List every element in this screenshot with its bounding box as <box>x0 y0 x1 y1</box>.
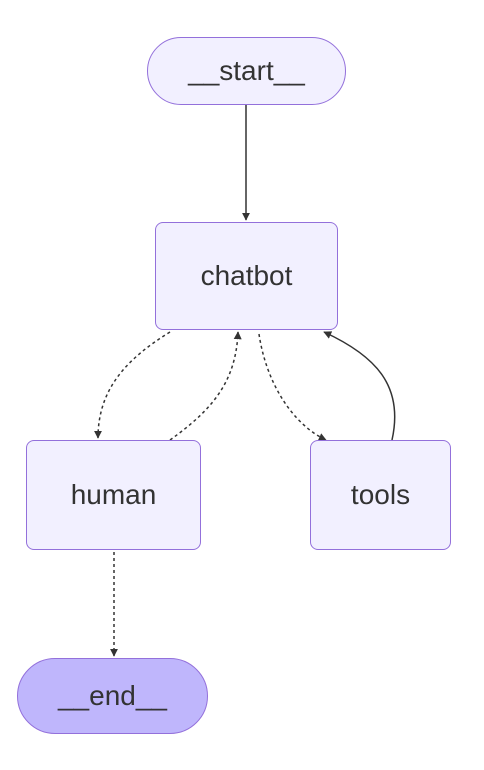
edge-tools-to-chatbot <box>323 331 396 441</box>
node-chatbot-label: chatbot <box>200 260 293 291</box>
node-tools[interactable]: tools <box>310 440 451 550</box>
node-end[interactable]: __end__ <box>17 658 208 734</box>
node-human[interactable]: human <box>26 440 201 550</box>
node-start-label: __start__ <box>188 55 305 86</box>
edge-chatbot-to-tools <box>258 333 327 441</box>
node-human-label: human <box>70 479 157 510</box>
edge-chatbot-to-human <box>94 331 171 439</box>
edge-human-to-chatbot <box>169 331 242 441</box>
node-start[interactable]: __start__ <box>147 37 346 105</box>
node-tools-label: tools <box>350 479 411 510</box>
node-end-label: __end__ <box>57 680 167 711</box>
node-chatbot[interactable]: chatbot <box>155 222 338 330</box>
